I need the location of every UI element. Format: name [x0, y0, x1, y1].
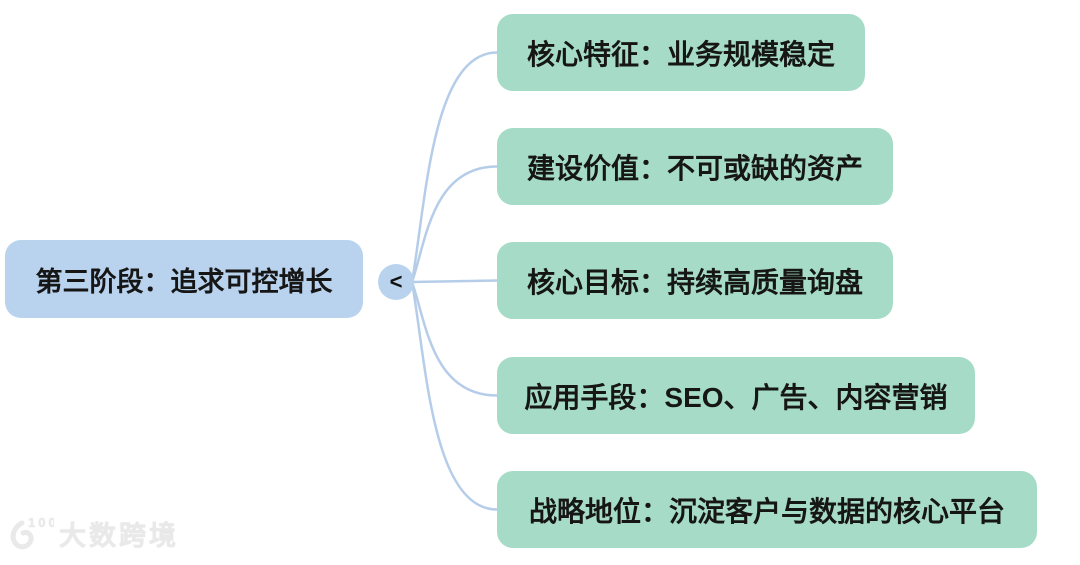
root-node[interactable]: 第三阶段：追求可控增长 — [5, 240, 363, 318]
watermark-logo-100-text: 100 — [28, 515, 54, 530]
watermark-logo-icon: 100 — [10, 515, 54, 550]
collapse-toggle[interactable]: < — [378, 264, 414, 300]
branch-node-core-trait[interactable]: 核心特征：业务规模稳定 — [497, 14, 865, 91]
branch-node-core-goal[interactable]: 核心目标：持续高质量询盘 — [497, 242, 893, 319]
watermark: 100 大数跨境 — [8, 513, 179, 553]
branch-node-strategic-position[interactable]: 战略地位：沉淀客户与数据的核心平台 — [497, 471, 1037, 548]
branch-node-build-value[interactable]: 建设价值：不可或缺的资产 — [497, 128, 893, 205]
branch-node-methods[interactable]: 应用手段：SEO、广告、内容营销 — [497, 357, 975, 434]
watermark-brand-text: 大数跨境 — [59, 520, 179, 551]
